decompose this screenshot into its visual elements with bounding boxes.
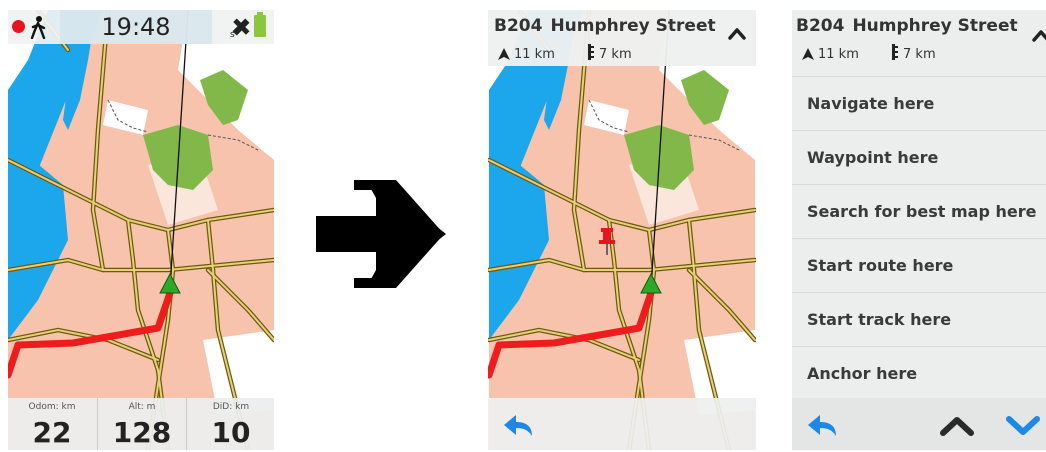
direction-icon — [498, 48, 510, 60]
distance-value: 11 km — [514, 47, 555, 62]
road-code: B204 — [796, 16, 845, 36]
pin-icon[interactable] — [596, 226, 618, 256]
location-info: 11 km 7 km — [498, 44, 658, 62]
right-arrow-icon — [316, 180, 446, 288]
direction-icon — [802, 48, 814, 60]
dash-distance-to-destination[interactable]: DiD: km 10 — [186, 398, 274, 450]
map-screen-selected[interactable]: B204 Humphrey Street 11 km 7 km — [488, 10, 756, 450]
ruler-icon — [588, 44, 595, 60]
back-arrow-icon[interactable] — [502, 412, 538, 438]
dash-label: DiD: km — [212, 402, 250, 412]
chevron-down-icon[interactable] — [1006, 416, 1040, 436]
record-icon — [12, 20, 25, 33]
distance: 11 km — [802, 47, 859, 62]
chevron-up-icon[interactable] — [940, 416, 974, 436]
dash-odometer[interactable]: Odom: km 22 — [8, 398, 96, 450]
location-title: B204 Humphrey Street — [494, 16, 716, 36]
distance: 11 km — [498, 47, 555, 62]
status-left — [8, 10, 56, 44]
location-title: B204 Humphrey Street — [796, 16, 1018, 36]
menu-item-start-track[interactable]: Start track here — [792, 292, 1046, 346]
menu-item-search-map[interactable]: Search for best map here — [792, 184, 1046, 238]
battery-icon — [254, 12, 266, 37]
ruler-icon — [892, 44, 899, 60]
dash-altitude[interactable]: Alt: m 128 — [97, 398, 186, 450]
chevron-up-icon[interactable] — [1032, 28, 1046, 42]
svg-text:s: s — [230, 30, 235, 38]
status-bar: 19:48 s — [8, 10, 274, 44]
dash-value: 22 — [32, 416, 72, 449]
menu-item-anchor[interactable]: Anchor here — [792, 346, 1046, 400]
map-view[interactable] — [488, 10, 756, 450]
hiker-icon — [30, 16, 46, 39]
menu-item-start-route[interactable]: Start route here — [792, 238, 1046, 292]
location-header[interactable]: B204 Humphrey Street 11 km 7 km — [792, 10, 1046, 66]
context-menu: Navigate here Waypoint here Search for b… — [792, 76, 1046, 400]
street-name: Humphrey Street — [550, 16, 716, 36]
dash-label: Alt: m — [128, 402, 156, 412]
street-name: Humphrey Street — [852, 16, 1018, 36]
context-menu-screen[interactable]: B204 Humphrey Street 11 km 7 km Navigate … — [792, 10, 1046, 450]
status-right: s — [218, 10, 274, 44]
dash-value: 128 — [112, 416, 172, 449]
map-screen[interactable]: 19:48 s Odom: km 22 Alt: m 128 DiD: km 1… — [8, 10, 274, 450]
map-view[interactable] — [8, 10, 274, 450]
location-header[interactable]: B204 Humphrey Street 11 km 7 km — [488, 10, 756, 66]
dash-label: Odom: km — [28, 402, 76, 412]
satellite-icon: s — [230, 18, 250, 38]
clock: 19:48 — [60, 10, 212, 44]
distance-value: 11 km — [818, 47, 859, 62]
track-distance: 7 km — [585, 44, 632, 62]
menu-item-waypoint[interactable]: Waypoint here — [792, 130, 1046, 184]
back-arrow-icon[interactable] — [806, 412, 842, 438]
menu-item-navigate[interactable]: Navigate here — [792, 76, 1046, 130]
bottom-bar — [792, 398, 1046, 450]
track-distance: 7 km — [889, 44, 936, 62]
chevron-up-icon[interactable] — [728, 26, 746, 40]
track-distance-value: 7 km — [599, 47, 632, 62]
location-info: 11 km 7 km — [802, 44, 962, 62]
dash-value: 10 — [211, 416, 251, 449]
track-distance-value: 7 km — [903, 47, 936, 62]
road-code: B204 — [494, 16, 543, 36]
dashboard: Odom: km 22 Alt: m 128 DiD: km 10 — [8, 398, 274, 450]
bottom-bar — [488, 398, 756, 450]
